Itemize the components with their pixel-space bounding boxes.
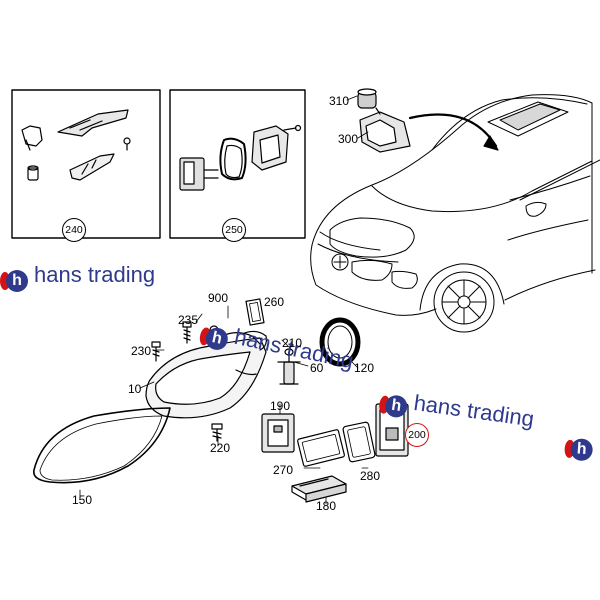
screw-220 xyxy=(211,423,223,442)
part-label-250: 250 xyxy=(222,218,246,242)
hans-trading-logo-icon: h xyxy=(203,325,230,352)
part-label-230: 230 xyxy=(131,344,152,358)
screw-235 xyxy=(182,321,192,344)
part-label-235: 235 xyxy=(178,313,199,327)
watermark-4: h xyxy=(569,430,600,462)
watermark-1: h hans trading xyxy=(0,262,156,292)
gasket-270 xyxy=(297,429,345,467)
part-label-210: 210 xyxy=(282,336,303,350)
ballast-parts-250 xyxy=(179,124,302,191)
ballast-190 xyxy=(261,413,295,453)
hans-trading-logo-icon: h xyxy=(569,437,594,462)
ring-120 xyxy=(319,317,361,367)
part-label-280: 280 xyxy=(360,469,381,483)
gasket-260 xyxy=(245,298,265,326)
gasket-280 xyxy=(342,421,376,463)
module-180 xyxy=(291,475,347,503)
part-label-60: 60 xyxy=(310,361,324,375)
part-label-180: 180 xyxy=(316,499,337,513)
hans-trading-logo-icon: h xyxy=(383,393,409,419)
arrow-head xyxy=(483,135,499,151)
part-label-190: 190 xyxy=(270,399,291,413)
car-outline xyxy=(310,94,600,333)
bracket-parts-240 xyxy=(21,109,131,181)
camera-module xyxy=(357,88,411,153)
watermark-text: hans trading xyxy=(34,262,156,287)
hans-trading-logo-icon: h xyxy=(0,270,28,292)
part-label-310: 310 xyxy=(329,94,350,108)
part-label-200: 200 xyxy=(405,423,429,447)
part-label-150: 150 xyxy=(72,493,93,507)
headlamp-housing-10 xyxy=(145,325,267,419)
part-label-270: 270 xyxy=(273,463,294,477)
part-label-900: 900 xyxy=(208,291,229,305)
bulb-60 xyxy=(277,348,301,385)
part-label-120: 120 xyxy=(354,361,375,375)
part-label-10: 10 xyxy=(128,382,142,396)
pointer-arrow xyxy=(408,113,498,148)
part-label-260: 260 xyxy=(264,295,285,309)
part-label-300: 300 xyxy=(338,132,359,146)
leader-lines xyxy=(79,95,417,505)
screw-230 xyxy=(151,341,161,362)
headlamp-lens-150 xyxy=(33,407,171,484)
part-label-220: 220 xyxy=(210,441,231,455)
part-label-240: 240 xyxy=(62,218,86,242)
detail-box-240 xyxy=(11,89,161,239)
